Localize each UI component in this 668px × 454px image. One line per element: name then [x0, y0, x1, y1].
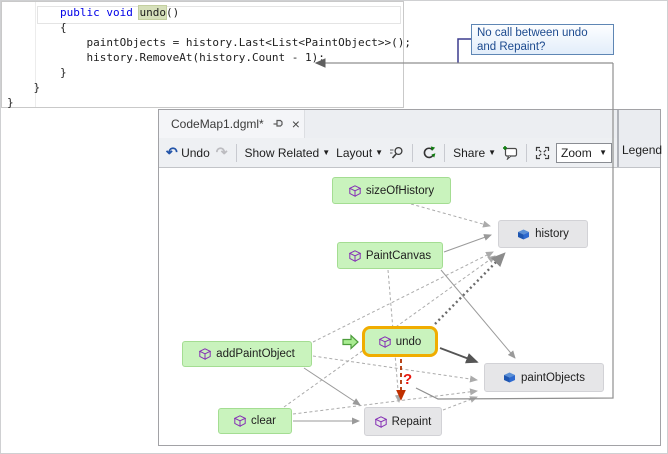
layout-dropdown[interactable]: Layout▼ [336, 146, 383, 160]
undo-label: Undo [181, 145, 210, 160]
node-label: undo [395, 335, 422, 348]
method-icon [199, 348, 212, 360]
filter-find-button[interactable] [389, 146, 404, 160]
show-related-label: Show Related [244, 145, 320, 160]
node-paintObjects[interactable]: paintObjects [484, 363, 604, 392]
code-map-window: CodeMap1.dgml* × ▼ ↶ Undo ↷ Show Related… [158, 109, 663, 446]
node-history[interactable]: history [498, 220, 588, 248]
code-line: } [7, 96, 14, 109]
node-undo[interactable]: undo [362, 326, 438, 357]
field-icon [517, 229, 530, 240]
code-line: history.RemoveAt(history.Count - 1); [86, 51, 325, 64]
code-line: } [59, 66, 67, 79]
editor-gutter-line [35, 2, 36, 107]
node-label: paintObjects [521, 371, 585, 384]
zoom-to-fit-icon [535, 146, 550, 159]
legend-panel-strip: Legend [619, 110, 663, 167]
method-icon [374, 415, 387, 428]
method-icon [348, 249, 361, 262]
node-Repaint[interactable]: Repaint [364, 407, 442, 436]
refresh-button[interactable] [421, 145, 436, 160]
close-icon[interactable]: × [291, 116, 300, 132]
legend-button[interactable]: Legend [622, 143, 663, 157]
chevron-down-icon: ▼ [375, 148, 384, 157]
undo-button[interactable]: ↶ Undo [166, 144, 210, 161]
callout-text-line2: and Repaint? [477, 41, 546, 53]
method-icon [348, 184, 361, 197]
pin-icon[interactable] [272, 116, 284, 132]
refresh-icon [423, 145, 436, 158]
node-label: PaintCanvas [365, 249, 432, 262]
chevron-down-icon: ▼ [488, 148, 497, 157]
node-PaintCanvas[interactable]: PaintCanvas [337, 242, 443, 269]
find-icon [390, 146, 403, 159]
toolbar-separator [412, 143, 414, 162]
code-line: } [33, 81, 41, 94]
code-line: { [59, 21, 67, 34]
callout-connector [457, 38, 471, 63]
callout-text-line1: No call between undo [477, 27, 588, 39]
codemap-canvas[interactable] [159, 167, 660, 445]
code-editor-snippet[interactable]: public void undo() { paintObjects = hist… [1, 1, 411, 109]
zoom-label: Zoom [561, 145, 592, 160]
node-sizeOfHistory[interactable]: sizeOfHistory [332, 177, 451, 204]
panel-separator [617, 110, 619, 167]
zoom-dropdown[interactable]: Zoom ▼ [556, 142, 613, 163]
node-clear[interactable]: clear [218, 408, 292, 434]
method-icon [234, 415, 247, 427]
node-label: sizeOfHistory [365, 184, 435, 197]
toolbar-separator [526, 143, 528, 162]
current-line-highlight [37, 6, 401, 24]
new-comment-button[interactable] [502, 145, 518, 160]
zoom-to-fit-button[interactable] [535, 146, 550, 160]
show-related-dropdown[interactable]: Show Related▼ [245, 146, 331, 160]
node-label: history [535, 228, 569, 240]
redo-button[interactable]: ↷ [216, 144, 228, 161]
node-label: clear [251, 415, 276, 427]
node-addPaintObject[interactable]: addPaintObject [182, 341, 312, 367]
annotation-callout[interactable]: No call between undo and Repaint? [471, 24, 614, 55]
toolbar-separator [235, 143, 237, 162]
document-tab-strip: CodeMap1.dgml* × ▼ [159, 110, 660, 138]
new-comment-icon [503, 146, 518, 160]
selection-pointer-icon [342, 333, 359, 355]
node-label: addPaintObject [216, 348, 295, 360]
toolbar-separator [444, 143, 446, 162]
field-icon [503, 372, 516, 383]
code-line: public void undo() [59, 5, 180, 20]
node-label: Repaint [391, 415, 432, 428]
code-line: paintObjects = history.Last<List<PaintOb… [86, 36, 411, 49]
code-text: public void undo() { paintObjects = hist… [7, 5, 411, 110]
map-toolbar: ↶ Undo ↷ Show Related▼ Layout▼ Share▼ [159, 138, 617, 167]
tab-codemap1-dgml[interactable]: CodeMap1.dgml* × [159, 110, 305, 138]
method-icon [378, 335, 391, 348]
chevron-down-icon: ▼ [322, 148, 331, 157]
share-label: Share [453, 145, 486, 160]
layout-label: Layout [336, 145, 373, 160]
chevron-down-icon: ▼ [599, 148, 608, 157]
undo-icon: ↶ [166, 144, 178, 160]
tab-title: CodeMap1.dgml* [171, 117, 264, 131]
redo-icon: ↷ [215, 144, 228, 160]
share-dropdown[interactable]: Share▼ [453, 146, 496, 160]
